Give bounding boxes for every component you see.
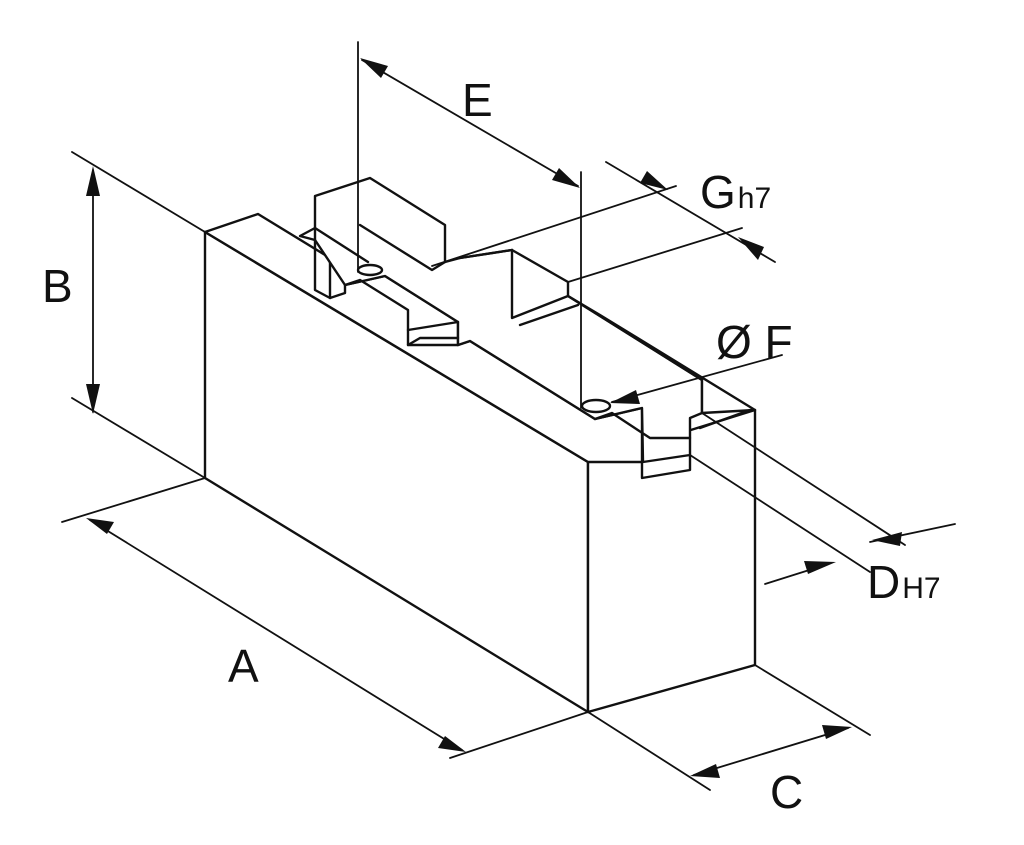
label-b: B: [42, 260, 73, 312]
dimension-d: DH7: [689, 412, 956, 608]
label-f: Ø F: [716, 316, 793, 368]
dimension-a: A: [61, 477, 589, 759]
label-e: E: [462, 74, 493, 126]
bore-hole: [580, 398, 612, 414]
top-rear-strip: [566, 294, 757, 415]
label-g: Gh7: [700, 166, 771, 218]
label-a: A: [228, 640, 259, 692]
dimension-c: C: [587, 664, 871, 818]
dimension-e: E: [357, 41, 582, 409]
slot-details: [298, 223, 752, 480]
jaw-block: [203, 176, 757, 714]
label-c: C: [770, 766, 803, 818]
dimension-b: B: [42, 151, 206, 479]
dimension-f: Ø F: [610, 316, 793, 404]
label-d: DH7: [867, 556, 941, 608]
dimension-g: Gh7: [431, 161, 776, 283]
